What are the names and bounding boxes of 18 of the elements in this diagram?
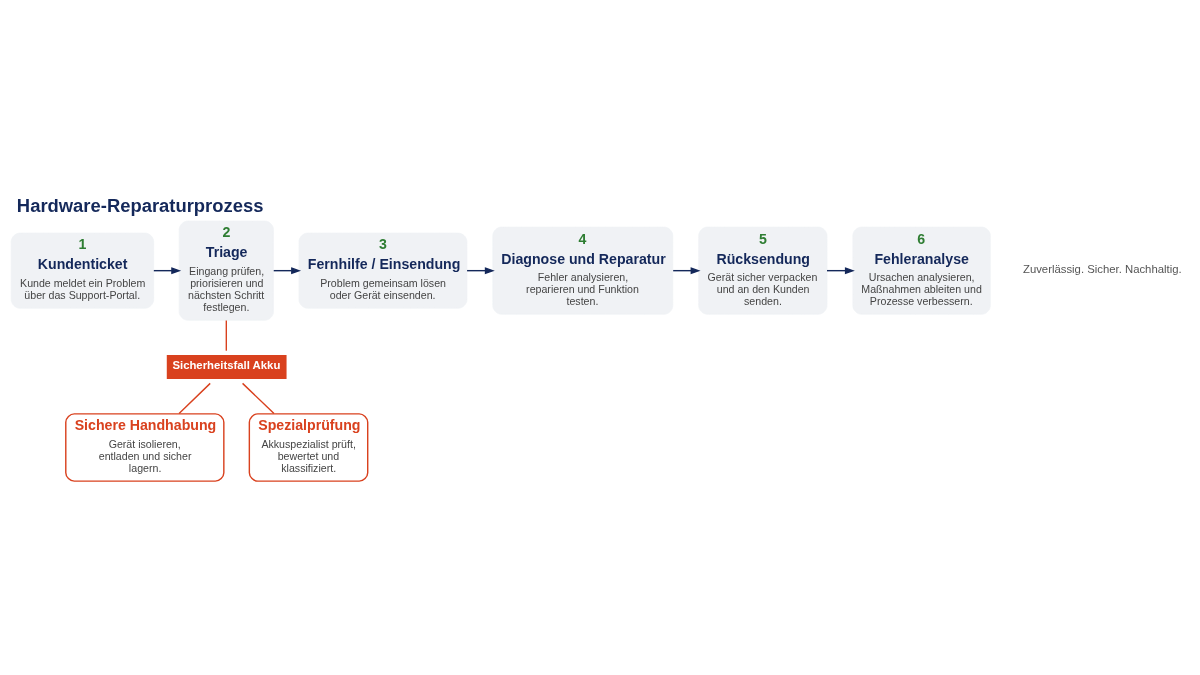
node-box: Sicherheitsfall Akku [166,354,287,379]
connector [178,382,211,414]
arrow [672,266,701,274]
arrow [466,266,495,274]
diagram-title: Hardware-Reparaturprozess [16,194,264,216]
arrow [153,266,182,274]
node-box: 3 Fernhilfe / Einsendung Problem gemeinsam lösen oder Gerät einsenden. [298,232,468,309]
connector [225,319,228,351]
label: Zuverlässig. Sicher. Nachhaltig. [1022,262,1182,275]
node-box: 4 Diagnose und Reparatur Fehler analysieren, reparieren und Funktion testen. [492,226,674,315]
node-box: 5 Rücksendung Gerät sicher verpacken und an den Kunden senden. [698,226,828,315]
node-box: Spezialprüfung Akkuspezialist prüft, bewertet und klassifiziert. [248,412,369,482]
node-box: 1 Kundenticket Kunde meldet ein Problem über das Support-Portal. [10,232,155,309]
arrow [826,266,855,274]
node-box: Sichere Handhabung Gerät isolieren, entladen und sicher lagern. [65,412,225,482]
connector [241,382,275,414]
node-box: 6 Fehleranalyse Ursachen analysieren, Maßnahmen ableiten und Prozesse verbessern. [852,226,991,315]
node-box: 2 Triage Eingang prüfen, priorisieren und nächsten Schritt festlegen. [178,220,274,321]
